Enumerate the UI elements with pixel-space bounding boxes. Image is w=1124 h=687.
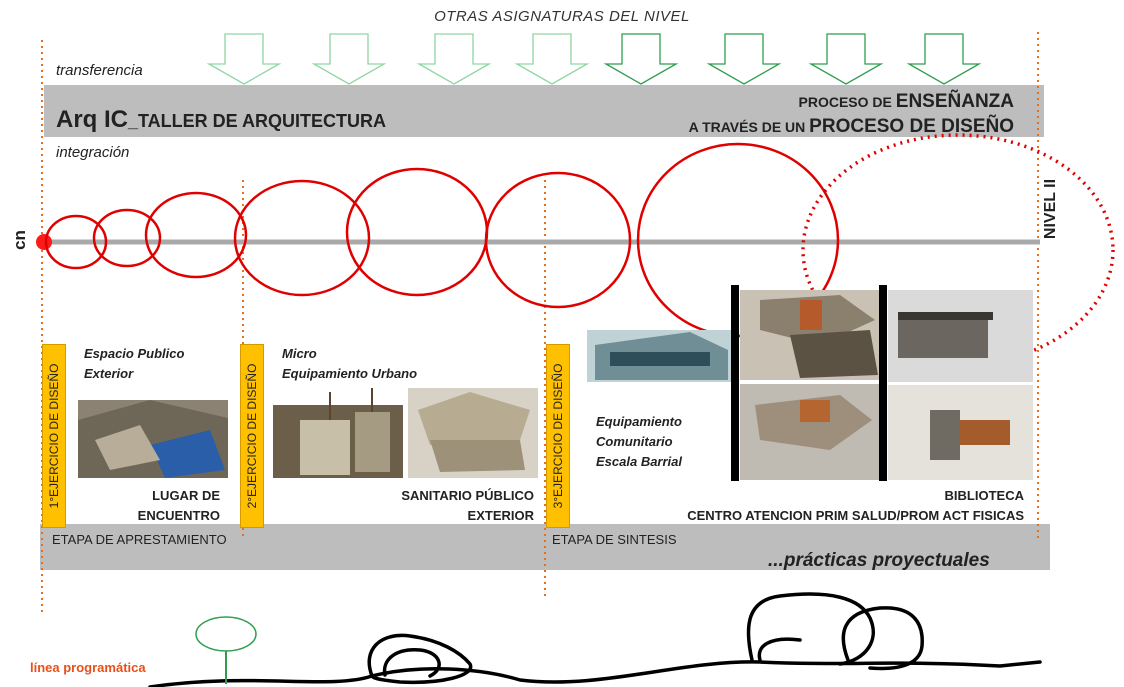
workshop-title-sub: _TALLER DE ARQUITECTURA: [128, 111, 386, 131]
growth-circle-1: [44, 214, 108, 270]
photo-exercise-2b: [408, 388, 538, 478]
photo-exercise-3d: [740, 384, 880, 480]
origin-dot: [36, 234, 52, 250]
caption-2-line1: SANITARIO PÚBLICO: [401, 488, 534, 503]
other-subjects-title: OTRAS ASIGNATURAS DEL NIVEL: [434, 8, 690, 25]
workshop-title: Arq IC_TALLER DE ARQUITECTURA: [56, 106, 386, 134]
integracion-label: integración: [56, 144, 130, 161]
photo-exercise-2a: [273, 388, 403, 478]
project-1-line2: Exterior: [84, 366, 134, 381]
arrow-7: [808, 33, 884, 85]
arrow-8: [906, 33, 982, 85]
photo-exercise-1: [78, 400, 228, 478]
workshop-title-main: Arq IC: [56, 106, 128, 133]
program-line-sketch: [148, 592, 1042, 687]
exercise-1-label: 1°EJERCICIO DE DISEÑO: [42, 344, 66, 528]
nivel-label: NIVEL II: [1042, 178, 1059, 240]
exercise-1-label-text: 1°EJERCICIO DE DISEÑO: [47, 363, 61, 509]
photo-exercise-3a: [587, 330, 733, 382]
growth-circle-4: [233, 179, 371, 297]
process-l1-small: PROCESO DE: [798, 94, 896, 110]
caption-3: BIBLIOTECA CENTRO ATENCION PRIM SALUD/PR…: [590, 486, 1024, 526]
etapa-sintesis: ETAPA DE SINTESIS: [552, 532, 677, 547]
project-1-name: Espacio Publico Exterior: [84, 344, 184, 384]
practicas-label: ...prácticas proyectuales: [768, 550, 990, 571]
project-2-name: Micro Equipamiento Urbano: [282, 344, 417, 384]
photo-exercise-3c: [888, 290, 1033, 382]
caption-1-line2: ENCUENTRO: [137, 508, 220, 523]
exercise-2-label: 2°EJERCICIO DE DISEÑO: [240, 344, 264, 528]
project-1-line1: Espacio Publico: [84, 346, 185, 361]
project-3-line2: Comunitario: [596, 434, 673, 449]
project-2-line2: Equipamiento Urbano: [282, 366, 418, 381]
arrow-1: [206, 33, 282, 85]
caption-1: LUGAR DE ENCUENTRO: [80, 486, 220, 526]
caption-3-line2: CENTRO ATENCION PRIM SALUD/PROM ACT FISI…: [687, 508, 1024, 523]
process-l1-big: ENSEÑANZA: [895, 91, 1014, 112]
caption-3-line1: BIBLIOTECA: [944, 488, 1024, 503]
arrow-2: [311, 33, 387, 85]
arrow-4: [514, 33, 590, 85]
project-2-line1: Micro: [282, 346, 317, 361]
growth-circle-6: [484, 171, 632, 309]
photo-exercise-3b: [740, 290, 880, 380]
divider-bar-right: [879, 285, 887, 481]
project-3-line1: Equipamiento: [596, 414, 682, 429]
future-circle-dotted: [801, 133, 1115, 367]
cn-label: cn: [9, 230, 29, 250]
growth-circle-3: [144, 191, 248, 279]
workshop-band: [44, 85, 1044, 137]
exercise-3-label: 3°EJERCICIO DE DISEÑO: [546, 344, 570, 528]
caption-2-line2: EXTERIOR: [467, 508, 534, 523]
growth-circle-2: [92, 208, 162, 268]
linea-programatica-label: línea programática: [30, 660, 146, 675]
process-l2-small: A TRAVÉS DE UN: [688, 119, 810, 135]
arrow-6: [706, 33, 782, 85]
process-l2-big: PROCESO DE DISEÑO: [809, 116, 1014, 137]
project-3-line3: Escala Barrial: [596, 454, 683, 469]
arrow-5: [603, 33, 679, 85]
transferencia-label: transferencia: [56, 62, 143, 79]
caption-1-line1: LUGAR DE: [152, 488, 220, 503]
exercise-2-label-text: 2°EJERCICIO DE DISEÑO: [245, 363, 259, 509]
process-statement: PROCESO DE ENSEÑANZA A TRAVÉS DE UN PROC…: [534, 90, 1014, 140]
arrow-3: [416, 33, 492, 85]
subject-arrows: [206, 33, 982, 85]
photo-exercise-3e: [888, 385, 1033, 480]
exercise-3-label-text: 3°EJERCICIO DE DISEÑO: [551, 363, 565, 509]
tree-icon-crown: [195, 616, 257, 652]
project-3-name: Equipamiento Comunitario Escala Barrial: [596, 412, 682, 472]
caption-2: SANITARIO PÚBLICO EXTERIOR: [330, 486, 534, 526]
divider-bar-left: [731, 285, 739, 481]
etapa-aprestamiento: ETAPA DE APRESTAMIENTO: [52, 532, 227, 547]
